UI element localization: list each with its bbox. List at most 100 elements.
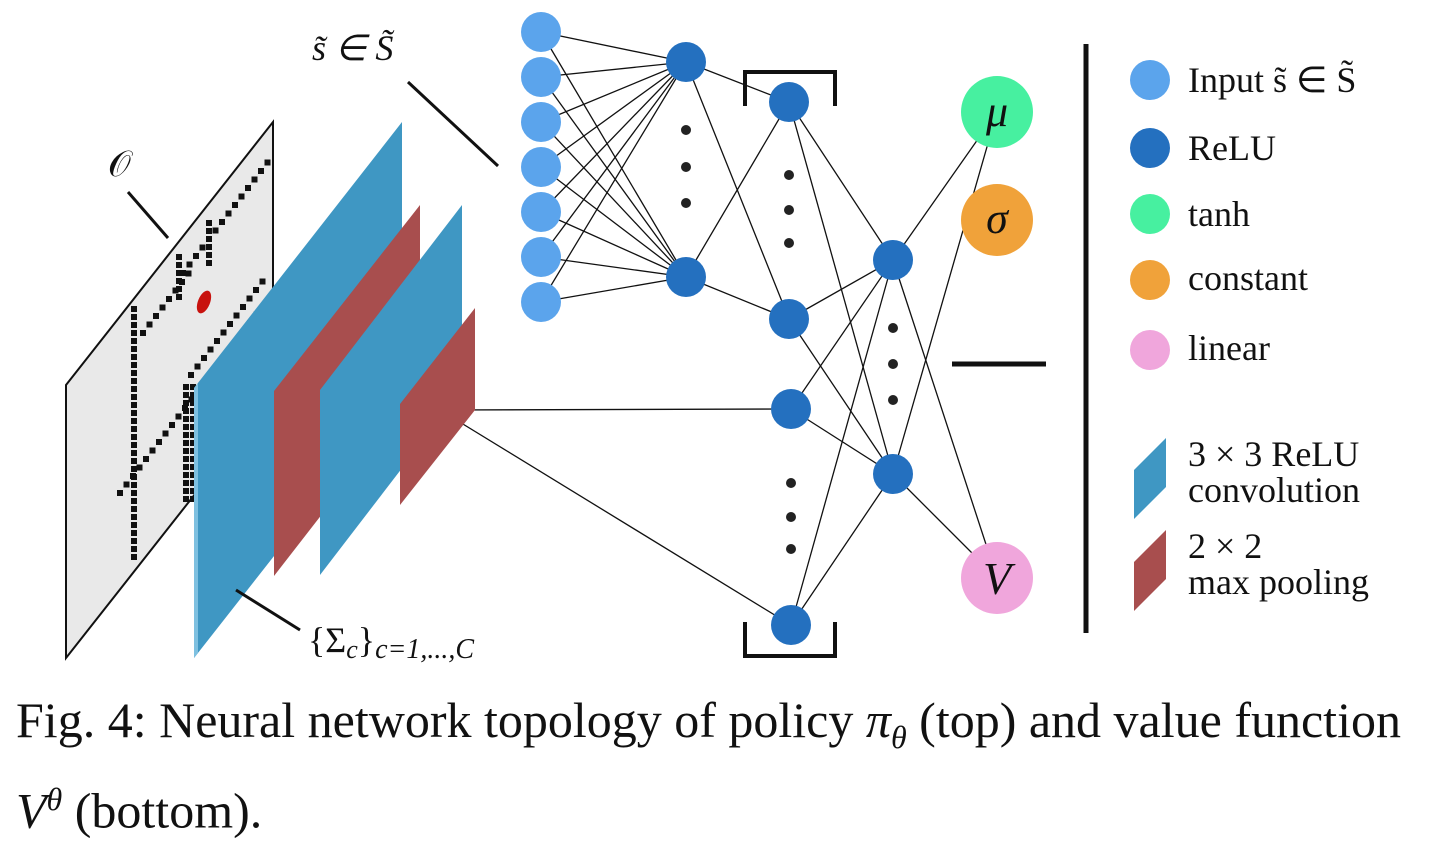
grid-cell (190, 496, 196, 502)
bracket-bottom (743, 622, 837, 658)
input-node (521, 147, 561, 187)
grid-cell (176, 262, 182, 268)
grid-cell (190, 432, 196, 438)
cov-label-close: } (358, 620, 375, 660)
ellipsis-dot (681, 162, 691, 172)
grid-cell (153, 313, 159, 319)
grid-cell (131, 482, 137, 488)
grid-cell (190, 448, 196, 454)
output-value-label: V (983, 553, 1016, 604)
grid-cell (190, 392, 196, 398)
grid-cell (206, 260, 212, 266)
edge-combined-hidden (790, 473, 894, 626)
grid-cell (131, 338, 137, 344)
grid-cell (159, 304, 166, 311)
edge-combined-hidden (790, 259, 894, 626)
edge-hidden-output (892, 111, 998, 475)
grid-cell (219, 219, 225, 225)
grid-cell (131, 530, 137, 536)
edge-combined-hidden (788, 101, 894, 475)
conv-layer-2 (320, 205, 462, 575)
grid-cell (190, 400, 196, 406)
edge-pool-value (439, 409, 792, 626)
output-mu-label: μ (985, 87, 1008, 136)
cov-label-open: {Σ (308, 620, 346, 660)
ellipsis-dot (681, 125, 691, 135)
legend: Input s̃ ∈ S̃ ReLU tanh constant linear … (1130, 60, 1369, 611)
grid-cell (131, 306, 137, 312)
figure-caption: Fig. 4: Neural network topology of polic… (16, 690, 1436, 841)
caption-pi: π (865, 692, 891, 748)
grid-cell (251, 176, 258, 183)
edge-combined-hidden (790, 259, 894, 410)
grid-cell (176, 294, 182, 300)
ellipsis-dot (786, 544, 796, 554)
grid-cell (206, 244, 212, 250)
ellipsis-dot (784, 170, 794, 180)
grid-cell (245, 185, 251, 191)
output-value-node (961, 542, 1033, 614)
ellipsis-dot (888, 395, 898, 405)
grid-cell (117, 490, 123, 496)
grid-cell (188, 372, 194, 378)
bracket-top (743, 70, 837, 106)
edge-input-hidden (540, 31, 687, 63)
relu-node (769, 299, 809, 339)
ellipsis-dots (681, 125, 898, 554)
ellipsis-dot (888, 359, 898, 369)
edge-combined-hidden (788, 318, 894, 475)
grid-cell (131, 490, 137, 496)
grid-cell (232, 202, 238, 208)
conv-layer-1-edge (194, 383, 198, 658)
grid-cell (183, 440, 189, 446)
caption-theta-sub: θ (890, 719, 907, 755)
grid-cell (131, 418, 137, 424)
input-node (521, 102, 561, 142)
grid-cell (131, 514, 137, 520)
caption-theta-sup: θ (46, 781, 63, 817)
grid-cell (172, 287, 179, 294)
relu-node (769, 82, 809, 122)
grid-cell (201, 355, 207, 361)
grid-cell (183, 488, 189, 494)
grid-cell (131, 330, 137, 336)
relu-node (666, 257, 706, 297)
edge-hidden-policy (685, 101, 790, 278)
grid-cell (206, 220, 212, 226)
grid-cell (183, 424, 189, 430)
grid-cell (190, 472, 196, 478)
output-sigma-label: σ (986, 194, 1010, 243)
state-pointer-line (406, 80, 500, 168)
legend-input-label: Input s̃ ∈ S̃ (1188, 60, 1356, 100)
grid-cell (190, 456, 196, 462)
grid-cell (176, 278, 182, 284)
grid-cell (220, 329, 227, 336)
ellipsis-dot (786, 512, 796, 522)
caption-suffix: (bottom). (62, 782, 263, 839)
grid-cell (131, 546, 137, 552)
grid-cell (190, 440, 196, 446)
obs-pointer-line (126, 191, 170, 239)
edge-input-hidden (540, 61, 687, 303)
grid-cell (207, 346, 214, 353)
grid-cell (166, 296, 172, 302)
edge-hidden-output (892, 259, 998, 579)
grid-cell (131, 322, 137, 328)
grid-cell (238, 193, 245, 200)
grid-cell (131, 394, 137, 400)
grid-cell (246, 295, 253, 302)
grid-cell (183, 472, 189, 478)
legend-linear-swatch (1130, 330, 1170, 370)
edge-pool-value (439, 408, 792, 411)
relu-node (873, 240, 913, 280)
edge-input-hidden (540, 76, 687, 278)
grid-cell (169, 422, 175, 428)
input-node (521, 57, 561, 97)
legend-tanh-label: tanh (1188, 194, 1250, 234)
edge-input-hidden (540, 211, 687, 278)
ellipsis-dot (888, 323, 898, 333)
cov-label: {Σc}c=1,...,C (308, 620, 474, 665)
grid-cell (183, 384, 189, 390)
grid-cell (183, 464, 189, 470)
legend-tanh-swatch (1130, 194, 1170, 234)
